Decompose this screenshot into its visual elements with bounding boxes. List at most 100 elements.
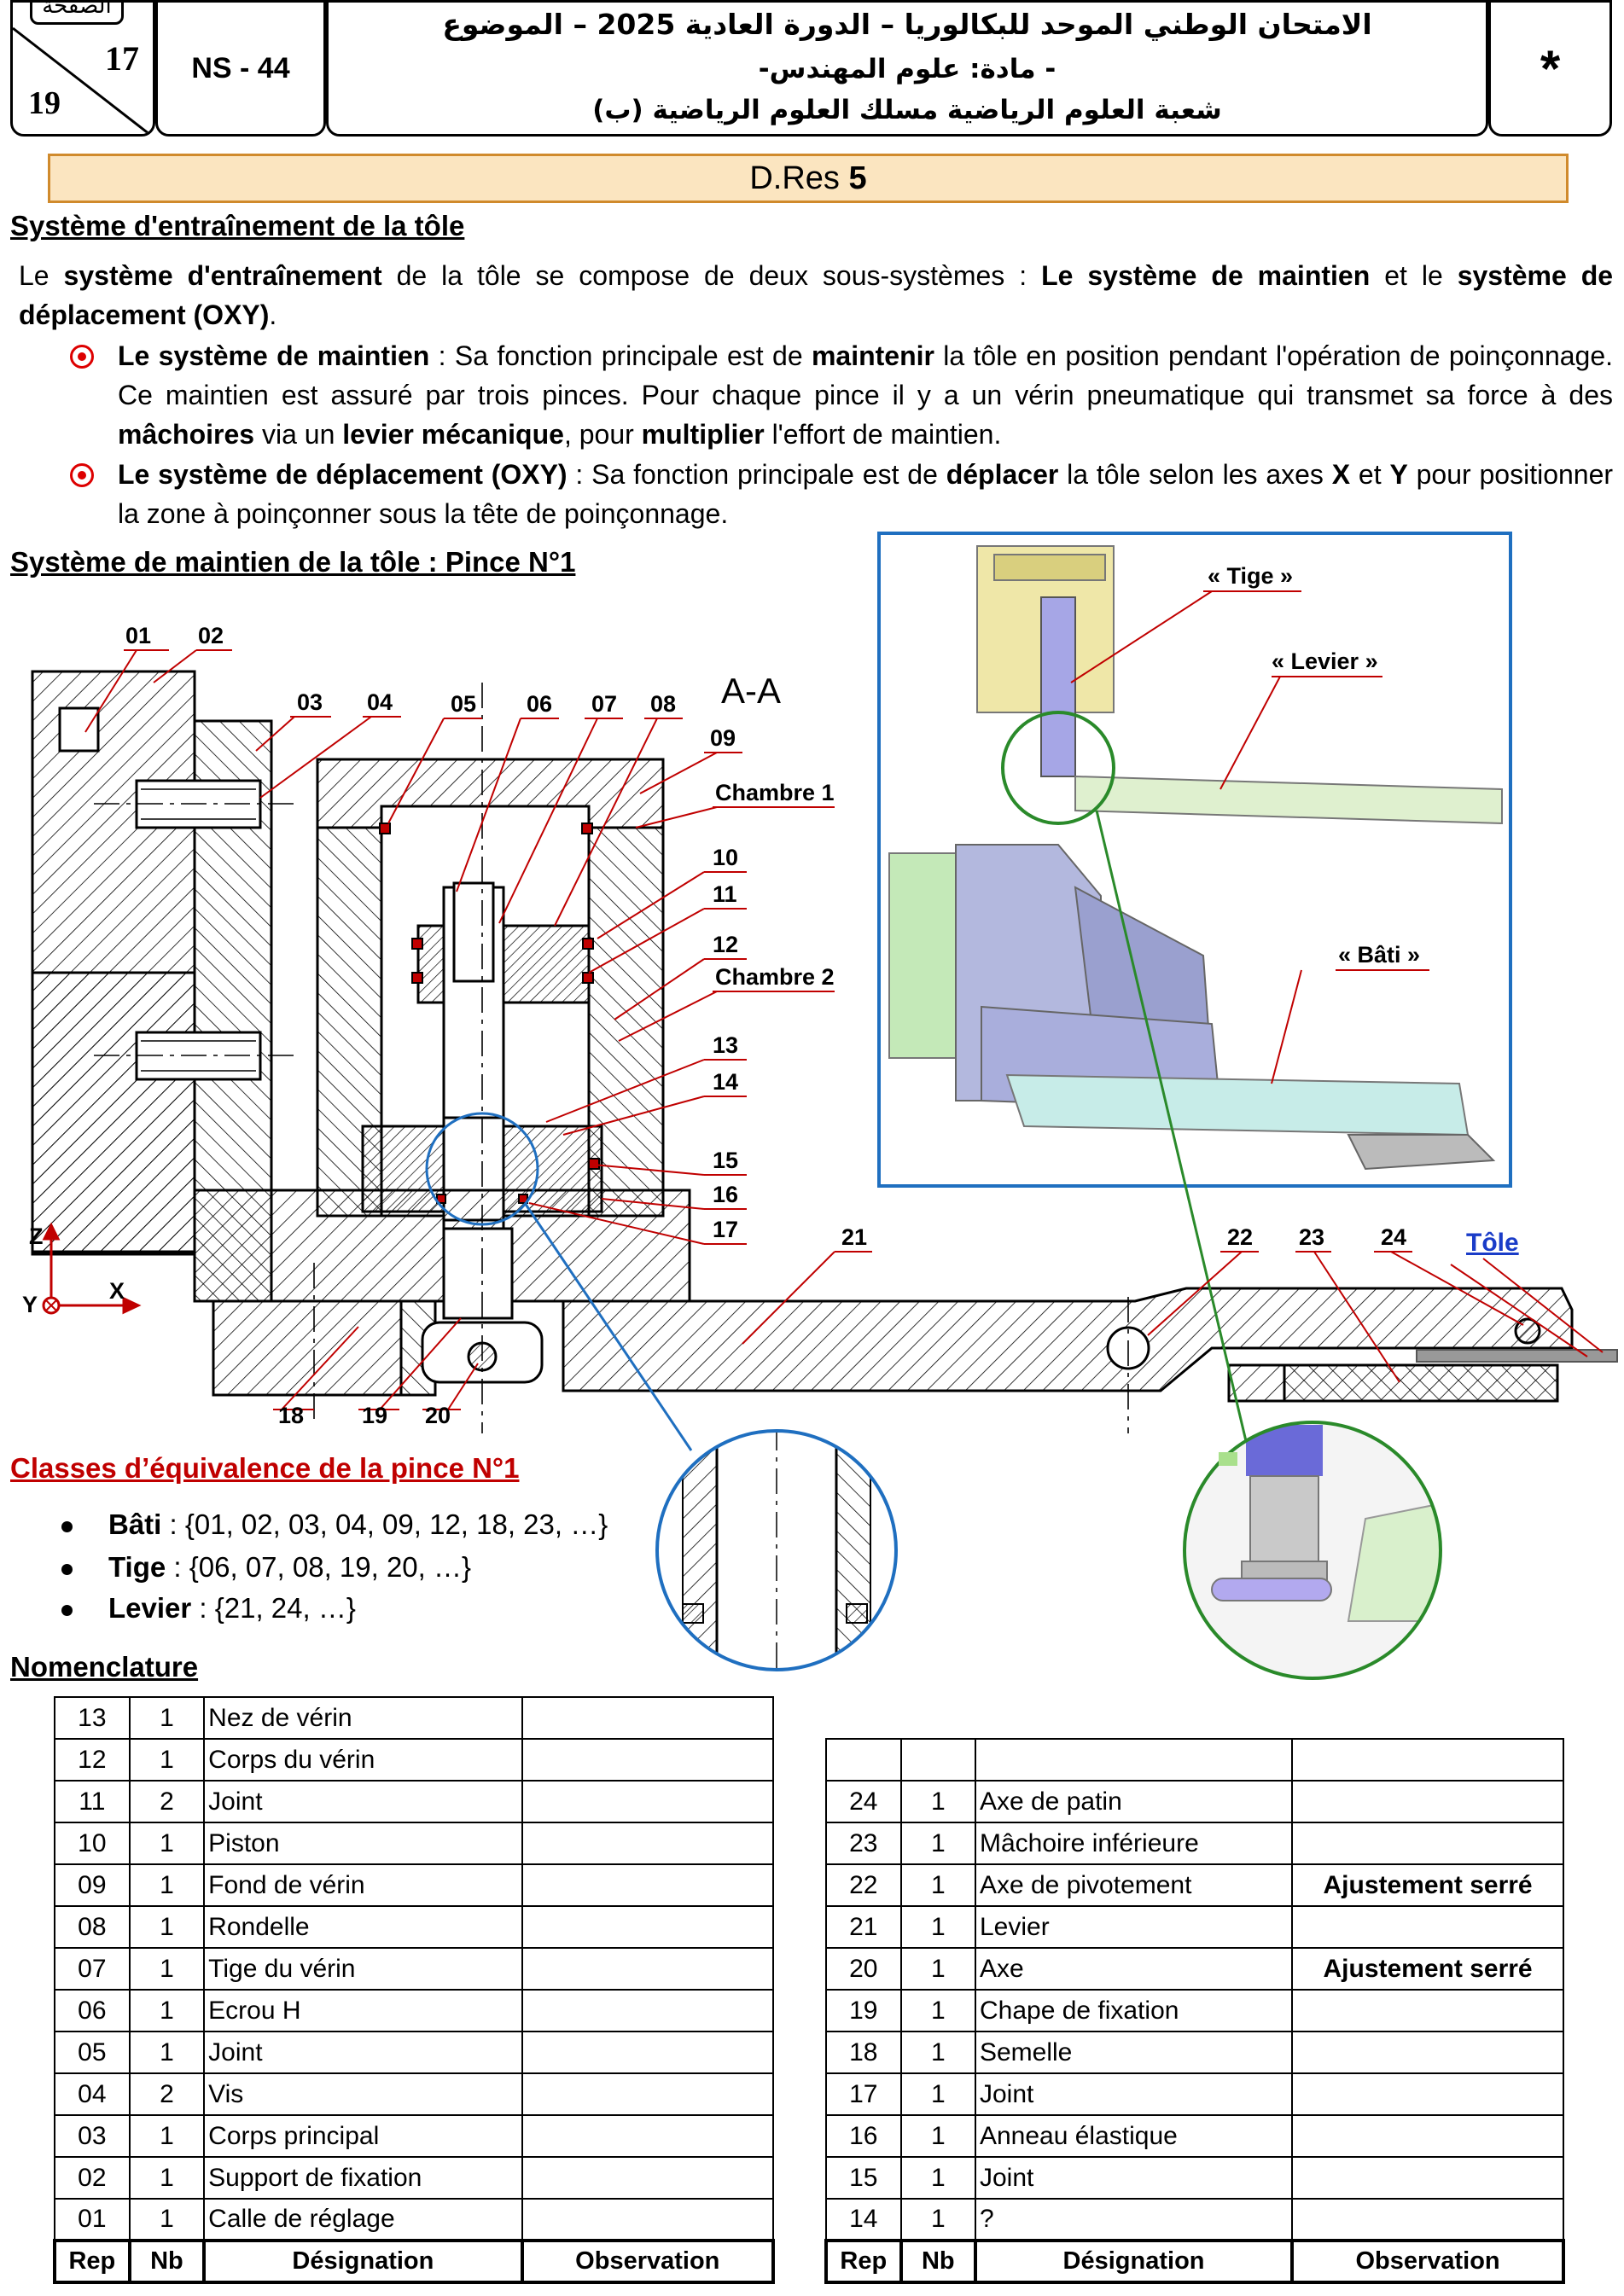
axis-z-label: Z xyxy=(29,1224,44,1249)
header-cell: Rep xyxy=(53,2239,131,2284)
leader-09: 09 xyxy=(710,725,736,751)
nb-cell: 1 xyxy=(899,1822,976,1865)
header-cell: Nb xyxy=(899,2239,977,2284)
bullet-icon xyxy=(70,463,94,487)
leader-24: 24 xyxy=(1381,1224,1406,1250)
leader-23: 23 xyxy=(1299,1224,1324,1250)
nb-cell xyxy=(899,1738,976,1782)
rep-cell: 19 xyxy=(825,1989,902,2032)
designation-cell: Tige du vérin xyxy=(203,1947,523,1991)
rep-cell: 08 xyxy=(54,1905,131,1949)
nb-cell: 1 xyxy=(128,2156,206,2200)
leader-21: 21 xyxy=(841,1224,867,1250)
rep-cell: 09 xyxy=(54,1863,131,1907)
header-cell: Nb xyxy=(127,2239,207,2284)
observation-cell xyxy=(1291,1822,1564,1865)
designation-cell xyxy=(974,1738,1294,1782)
leader-01: 01 xyxy=(125,623,151,648)
nb-cell: 1 xyxy=(128,1822,206,1865)
designation-cell: Rondelle xyxy=(203,1905,523,1949)
rep-cell: 03 xyxy=(54,2114,131,2158)
nb-cell: 2 xyxy=(128,1780,206,1823)
rep-cell: 11 xyxy=(54,1780,131,1823)
bullet-maintien-paragraph: Le système de maintien : Sa fonction pri… xyxy=(118,340,1614,450)
designation-cell: Axe de pivotement xyxy=(974,1863,1294,1907)
bullet-icon xyxy=(70,345,94,369)
nb-cell: 1 xyxy=(128,1696,206,1740)
observation-cell xyxy=(1291,2031,1564,2074)
table-row xyxy=(825,1738,1564,1782)
nb-cell: 1 xyxy=(899,1780,976,1823)
leader-03: 03 xyxy=(297,689,323,715)
nomenclature-title: Nomenclature xyxy=(10,1651,199,1683)
designation-cell: Semelle xyxy=(974,2031,1294,2074)
nb-cell: 1 xyxy=(899,1863,976,1907)
technical-drawing: 01 02 03 04 05 06 07 08 09 10 11 12 13 1… xyxy=(22,532,1618,1680)
observation-cell xyxy=(521,2072,775,2116)
axes-icon xyxy=(42,1222,142,1315)
exam-title-line1: الامتحان الوطني الموحد للبكالوريا – الدو… xyxy=(442,8,1372,41)
nb-cell: 1 xyxy=(128,2198,206,2241)
leader-15: 15 xyxy=(713,1148,738,1173)
nb-cell: 2 xyxy=(128,2072,206,2116)
nb-cell: 1 xyxy=(128,2114,206,2158)
rep-cell: 17 xyxy=(825,2072,902,2116)
observation-cell xyxy=(1291,2114,1564,2158)
designation-cell: Support de fixation xyxy=(203,2156,523,2200)
rep-cell: 23 xyxy=(825,1822,902,1865)
leader-12: 12 xyxy=(713,932,738,957)
bullet-dot-icon xyxy=(61,1520,73,1532)
observation-cell xyxy=(521,1822,775,1865)
rep-cell: 15 xyxy=(825,2156,902,2200)
rep-cell: 06 xyxy=(54,1989,131,2032)
dres-prefix: D.Res xyxy=(749,160,840,196)
axis-y-label: Y xyxy=(22,1292,38,1317)
exam-title-box: الامتحان الوطني الموحد للبكالوريا – الدو… xyxy=(326,0,1488,137)
axis-x-label: X xyxy=(109,1278,125,1304)
classes-equivalence-title: Classes d’équivalence de la pince N°1 xyxy=(10,1452,520,1484)
designation-cell: Joint xyxy=(974,2072,1294,2116)
observation-cell xyxy=(521,1863,775,1907)
nb-cell: 1 xyxy=(899,1947,976,1991)
header-cell: Rep xyxy=(824,2239,903,2284)
designation-cell: Nez de vérin xyxy=(203,1696,523,1740)
label-chambre-1: Chambre 1 xyxy=(715,780,835,805)
nb-cell: 1 xyxy=(899,2156,976,2200)
nb-cell: 1 xyxy=(899,1989,976,2032)
class-name: Levier xyxy=(108,1592,192,1624)
designation-cell: Calle de réglage xyxy=(203,2198,523,2241)
nb-cell: 1 xyxy=(899,2198,976,2241)
section-label-a-a: A-A xyxy=(721,671,781,711)
rep-cell: 21 xyxy=(825,1905,902,1949)
page-label: الصفحة xyxy=(30,3,124,25)
observation-cell xyxy=(1291,2198,1564,2241)
rep-cell: 16 xyxy=(825,2114,902,2158)
designation-cell: Levier xyxy=(974,1905,1294,1949)
observation-cell xyxy=(1291,1738,1564,1782)
nb-cell: 1 xyxy=(128,1989,206,2032)
designation-cell: Corps du vérin xyxy=(203,1738,523,1782)
observation-cell xyxy=(1291,2156,1564,2200)
rep-cell: 20 xyxy=(825,1947,902,1991)
intro-paragraph: Le système d'entraînement de la tôle se … xyxy=(19,260,1614,330)
rep-cell: 05 xyxy=(54,2031,131,2074)
nb-cell: 1 xyxy=(128,1947,206,1991)
nb-cell: 1 xyxy=(128,2031,206,2074)
dres-number: 5 xyxy=(848,160,867,196)
tole-sheet xyxy=(1416,1349,1618,1363)
class-tige: Tige : {06, 07, 08, 19, 20, …} xyxy=(61,1551,471,1584)
designation-cell: Anneau élastique xyxy=(974,2114,1294,2158)
